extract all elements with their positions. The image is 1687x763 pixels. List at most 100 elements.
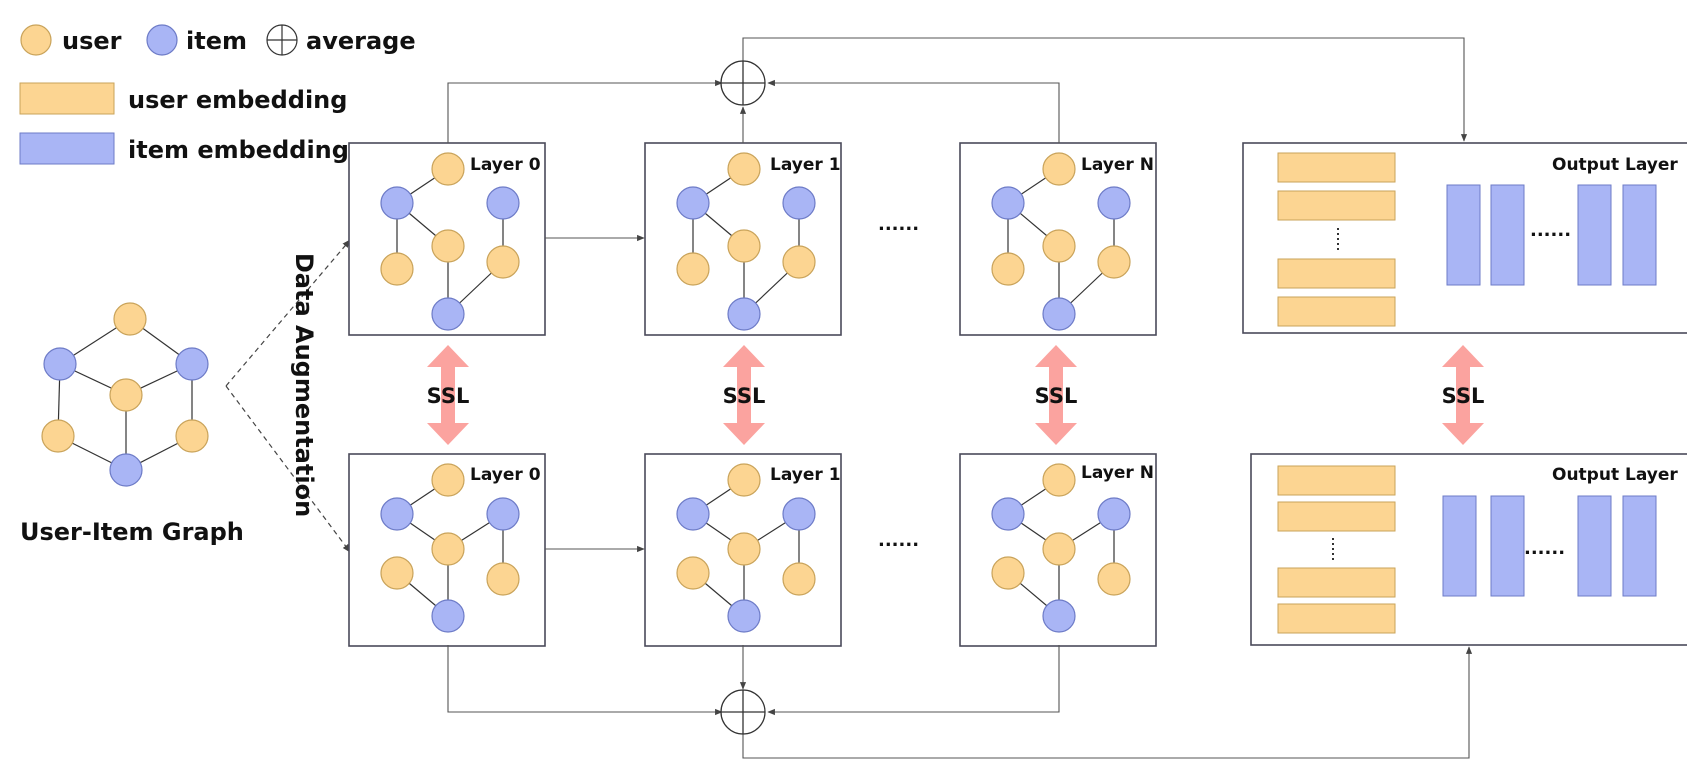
ssl-double-arrow bbox=[1035, 345, 1077, 445]
top-layer-1-panel bbox=[644, 142, 842, 336]
item-node bbox=[1097, 186, 1131, 220]
graph-user-node bbox=[109, 378, 143, 412]
item-embedding-bar bbox=[1622, 184, 1657, 286]
item-embedding-swatch bbox=[19, 132, 115, 165]
item-node bbox=[727, 599, 761, 633]
augmentation-label: Data Augmentation bbox=[290, 253, 318, 517]
item-node bbox=[486, 497, 520, 531]
item-node bbox=[380, 186, 414, 220]
top-layer-ellipsis: ...... bbox=[878, 214, 919, 235]
item-embedding-bar bbox=[1577, 495, 1612, 597]
item-node bbox=[782, 497, 816, 531]
top-output-label: Output Layer bbox=[1552, 155, 1678, 175]
bottom-layer-n-label: Layer N bbox=[1081, 463, 1154, 483]
item-node bbox=[431, 599, 465, 633]
bottom-layer-1-panel bbox=[644, 453, 842, 647]
item-node bbox=[486, 186, 520, 220]
item-embedding-bar bbox=[1490, 495, 1525, 597]
layer-panels bbox=[348, 142, 1157, 647]
item-node bbox=[431, 297, 465, 331]
item-embedding-bar bbox=[1490, 184, 1525, 286]
top-output-layer: ...... Output Layer bbox=[1242, 142, 1687, 334]
user-node bbox=[782, 245, 816, 279]
user-node bbox=[431, 229, 465, 263]
ssl-label-output: SSL bbox=[1442, 384, 1485, 408]
augmentation-arrows bbox=[225, 239, 351, 553]
user-node bbox=[431, 463, 465, 497]
legend-item-embedding-label: item embedding bbox=[128, 136, 349, 164]
top-layer-n-panel bbox=[959, 142, 1157, 336]
ssl-double-arrow bbox=[427, 345, 469, 445]
user-node bbox=[1042, 229, 1076, 263]
graph-user-node bbox=[113, 302, 147, 336]
item-node bbox=[380, 497, 414, 531]
user-node bbox=[486, 245, 520, 279]
bottom-output-ellipsis: ...... bbox=[1524, 538, 1565, 559]
top-average-icon bbox=[720, 60, 766, 106]
user-node bbox=[1097, 245, 1131, 279]
legend-average-label: average bbox=[306, 27, 416, 55]
item-embedding-bar bbox=[1577, 184, 1612, 286]
average-icon bbox=[266, 24, 298, 56]
user-node bbox=[1042, 152, 1076, 186]
graph-item-node bbox=[109, 453, 143, 487]
user-node bbox=[727, 229, 761, 263]
user-embedding-bar bbox=[1277, 567, 1396, 598]
user-node bbox=[727, 152, 761, 186]
graph-user-node bbox=[175, 419, 209, 453]
ssl-label-layer-n: SSL bbox=[1035, 384, 1078, 408]
user-node bbox=[380, 252, 414, 286]
user-node bbox=[1097, 562, 1131, 596]
bottom-output-layer: ...... Output Layer bbox=[1250, 453, 1687, 646]
item-node bbox=[1042, 297, 1076, 331]
graph-item-node bbox=[175, 347, 209, 381]
user-node bbox=[727, 463, 761, 497]
item-embedding-bar bbox=[1442, 495, 1477, 597]
bottom-aggregation bbox=[447, 645, 1473, 759]
user-node bbox=[486, 562, 520, 596]
top-aggregation bbox=[447, 37, 1468, 143]
top-layer-n-label: Layer N bbox=[1081, 155, 1154, 175]
user-embedding-bar bbox=[1277, 190, 1396, 221]
user-embedding-bar bbox=[1277, 296, 1396, 327]
item-node bbox=[991, 186, 1025, 220]
user-node-icon bbox=[20, 24, 52, 56]
user-embedding-bar bbox=[1277, 258, 1396, 289]
user-embedding-swatch bbox=[19, 82, 115, 115]
bottom-layer-0-panel bbox=[348, 453, 546, 647]
user-embedding-bar bbox=[1277, 465, 1396, 496]
user-node bbox=[1042, 532, 1076, 566]
item-node bbox=[1097, 497, 1131, 531]
item-embedding-bar bbox=[1446, 184, 1481, 286]
user-node bbox=[1042, 463, 1076, 497]
ssl-double-arrow bbox=[723, 345, 765, 445]
user-node bbox=[991, 556, 1025, 590]
ssl-label-layer-1: SSL bbox=[723, 384, 766, 408]
top-layer-0-label: Layer 0 bbox=[470, 155, 541, 175]
user-item-graph: User-Item Graph bbox=[20, 302, 244, 546]
item-node-icon bbox=[146, 24, 178, 56]
bottom-average-icon bbox=[720, 689, 766, 735]
user-embedding-bar bbox=[1277, 501, 1396, 532]
graph-title: User-Item Graph bbox=[20, 518, 244, 546]
bottom-output-label: Output Layer bbox=[1552, 465, 1678, 485]
item-node bbox=[991, 497, 1025, 531]
item-node bbox=[1042, 599, 1076, 633]
legend-item-label: item bbox=[186, 27, 247, 55]
bottom-layer-n-panel bbox=[959, 453, 1157, 647]
item-node bbox=[727, 297, 761, 331]
top-layer-0-panel bbox=[348, 142, 546, 336]
user-embedding-bar bbox=[1277, 603, 1396, 634]
bottom-layer-1-label: Layer 1 bbox=[770, 465, 841, 485]
user-node bbox=[782, 562, 816, 596]
ssl-double-arrow bbox=[1442, 345, 1484, 445]
item-node bbox=[782, 186, 816, 220]
bottom-layer-0-label: Layer 0 bbox=[470, 465, 541, 485]
item-embedding-bar bbox=[1622, 495, 1657, 597]
user-node bbox=[727, 532, 761, 566]
ssl-arrows bbox=[427, 345, 1484, 445]
legend: user item average user embedding item em… bbox=[19, 24, 416, 165]
ssl-label-layer-0: SSL bbox=[427, 384, 470, 408]
item-node bbox=[676, 186, 710, 220]
